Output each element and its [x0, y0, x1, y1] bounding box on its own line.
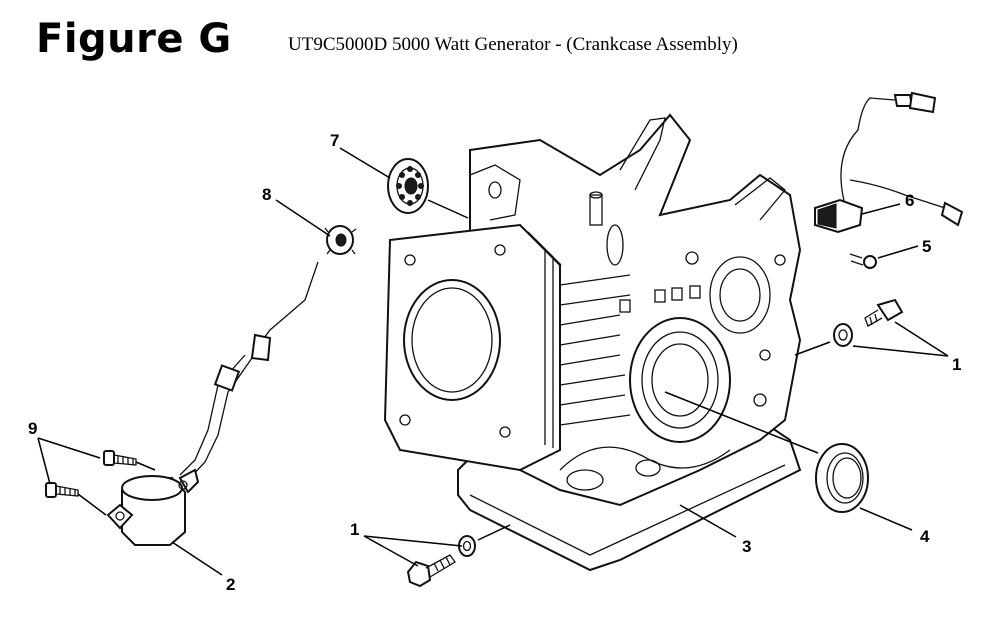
crankcase-part — [383, 113, 819, 572]
callout-2: 2 — [226, 575, 235, 594]
screws-part-9 — [45, 450, 156, 516]
bearing-part — [387, 158, 469, 219]
bolt-washer-part-1-right — [794, 298, 949, 357]
figure-title: UT9C5000D 5000 Watt Generator - (Crankca… — [288, 34, 738, 55]
figure-label: Figure G — [36, 16, 232, 62]
leader-lines — [37, 147, 737, 576]
governor-gear-part — [324, 225, 357, 255]
callout-7: 7 — [330, 131, 339, 150]
callout-8: 8 — [262, 185, 271, 204]
bolt-washer-part-1-bottom — [363, 524, 511, 588]
callout-4: 4 — [920, 527, 930, 546]
callout-1-bottom: 1 — [350, 520, 359, 539]
oil-alert-sensor-part — [106, 261, 319, 546]
switch-part — [814, 91, 964, 234]
callout-1-right: 1 — [952, 355, 961, 374]
callout-3: 3 — [742, 537, 751, 556]
callout-9: 9 — [28, 419, 37, 438]
callout-5: 5 — [922, 237, 931, 256]
screw-part-5 — [849, 245, 919, 269]
callout-6: 6 — [905, 191, 914, 210]
oil-seal-part — [815, 443, 913, 531]
